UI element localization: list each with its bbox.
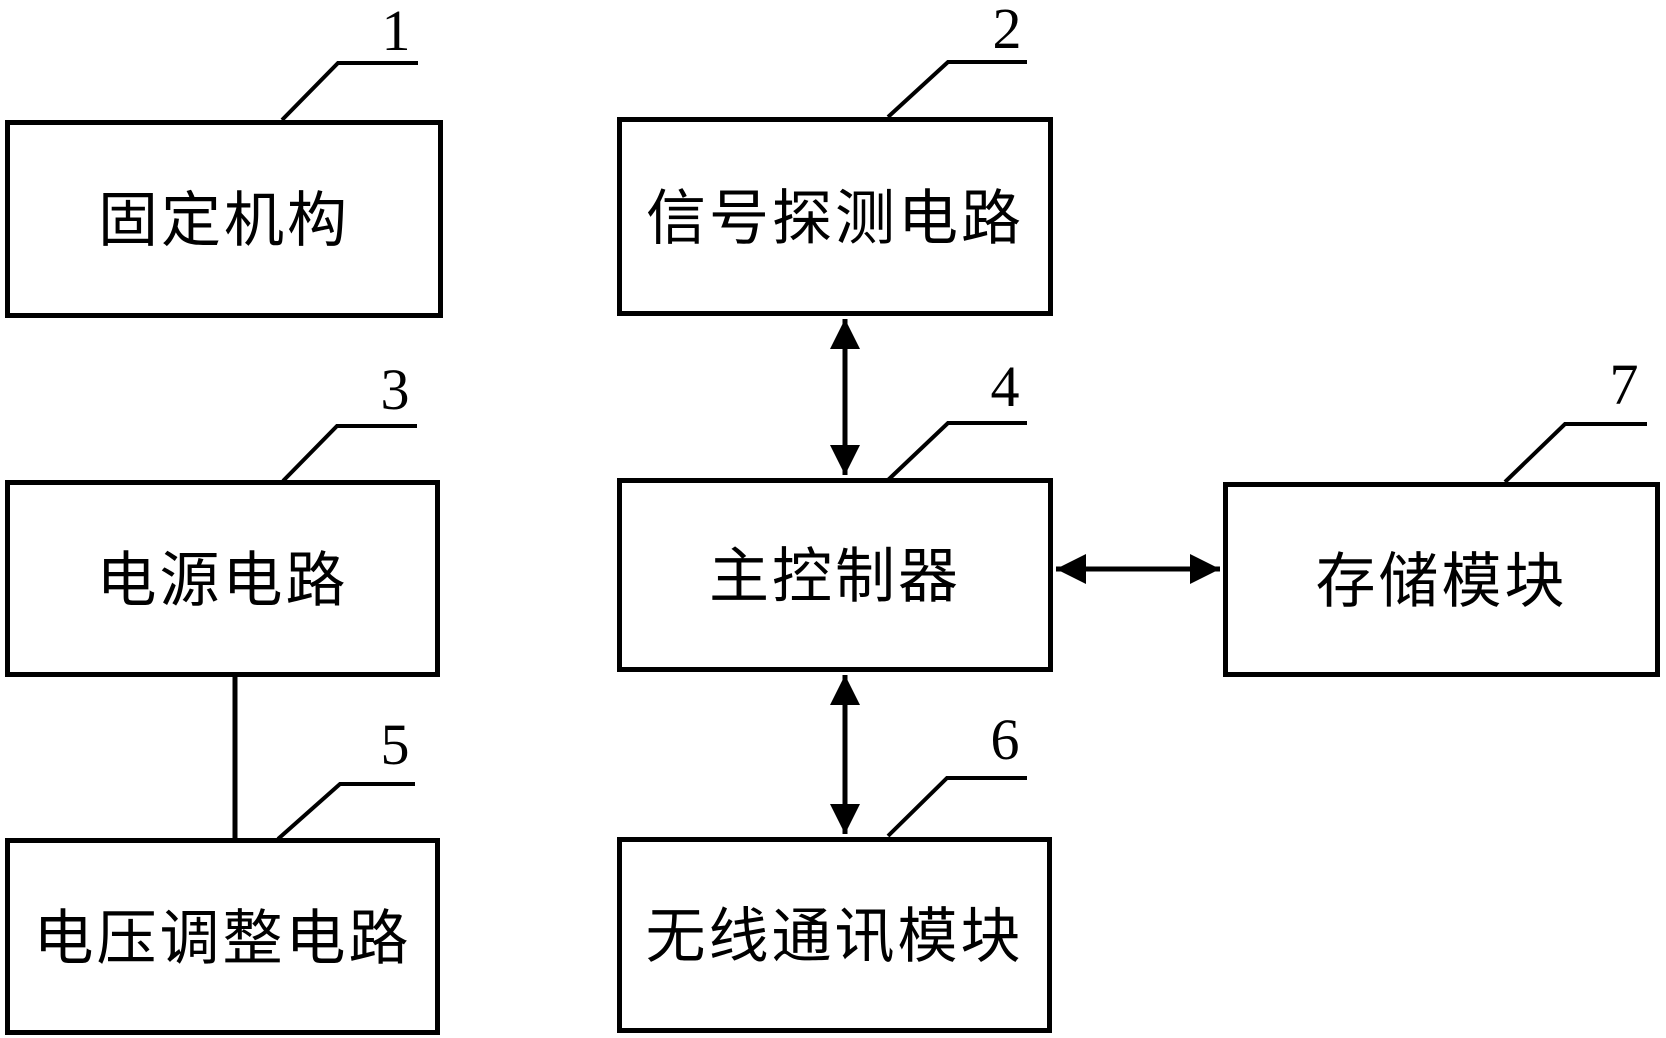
node-main-controller: 主控制器 <box>617 478 1053 672</box>
node-power-supply-circuit: 电源电路 <box>5 480 440 677</box>
leader-line-5 <box>276 782 415 841</box>
node-voltage-adjustment-circuit: 电压调整电路 <box>5 838 440 1035</box>
node-label: 信号探测电路 <box>646 185 1024 252</box>
node-label: 电源电路 <box>96 547 349 614</box>
node-label: 电压调整电路 <box>33 905 412 972</box>
node-label: 无线通讯模块 <box>645 904 1024 970</box>
ref-number-6: 6 <box>990 707 1020 772</box>
node-fixing-mechanism: 固定机构 <box>5 120 443 318</box>
leader-line-4 <box>886 421 1027 482</box>
node-storage-module: 存储模块 <box>1223 482 1660 677</box>
node-wireless-communication-module: 无线通讯模块 <box>617 837 1052 1033</box>
ref-number-7: 7 <box>1609 352 1639 417</box>
leader-line-3 <box>281 424 417 483</box>
node-label: 固定机构 <box>98 188 350 254</box>
ref-number-3: 3 <box>380 357 410 422</box>
ref-number-4: 4 <box>990 354 1020 419</box>
leader-line-6 <box>886 776 1027 838</box>
node-label: 存储模块 <box>1315 548 1568 615</box>
ref-number-1: 1 <box>381 0 411 63</box>
leader-line-1 <box>280 61 418 122</box>
ref-number-2: 2 <box>992 0 1022 61</box>
node-label: 主控制器 <box>709 544 961 610</box>
leader-line-2 <box>886 60 1027 119</box>
ref-number-5: 5 <box>380 712 410 777</box>
node-signal-detection-circuit: 信号探测电路 <box>617 117 1053 316</box>
leader-line-7 <box>1503 422 1647 484</box>
